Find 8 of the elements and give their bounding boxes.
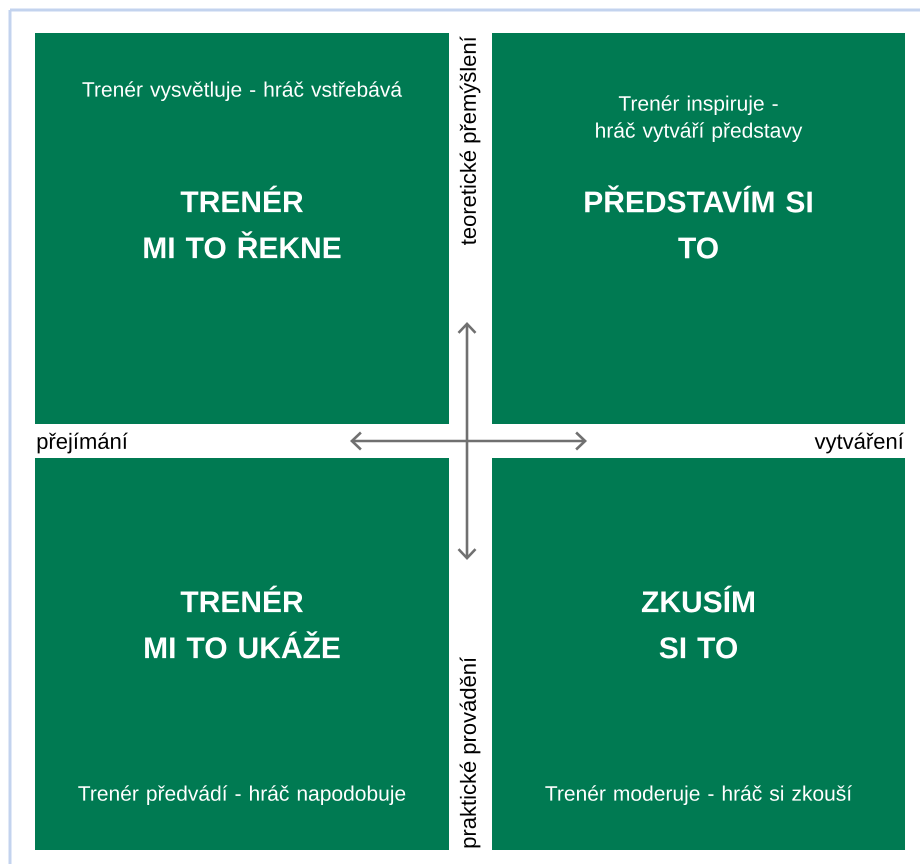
axis-label: vytváření	[814, 432, 904, 454]
quadrant-box: Trenér inspiruje - hráč vytváří představy PŘEDSTAVÍM SI TO	[492, 33, 906, 424]
axis-label: praktické provádění	[460, 656, 480, 848]
quadrant-box: TRENÉR MI TO UKÁŽE Trenér předvádí - hráč napodobuje	[35, 458, 449, 850]
quadrant-box: Trenér vysvětluje - hráč vstřebává TRENÉR MI TO ŘEKNE	[35, 33, 449, 424]
axis-label: přejímání	[38, 432, 128, 454]
quadrant-box: ZKUSÍM SI TO Trenér moderuje - hráč si zkouší	[492, 458, 906, 850]
axis-label: teoretické přemýšlení	[460, 36, 480, 245]
